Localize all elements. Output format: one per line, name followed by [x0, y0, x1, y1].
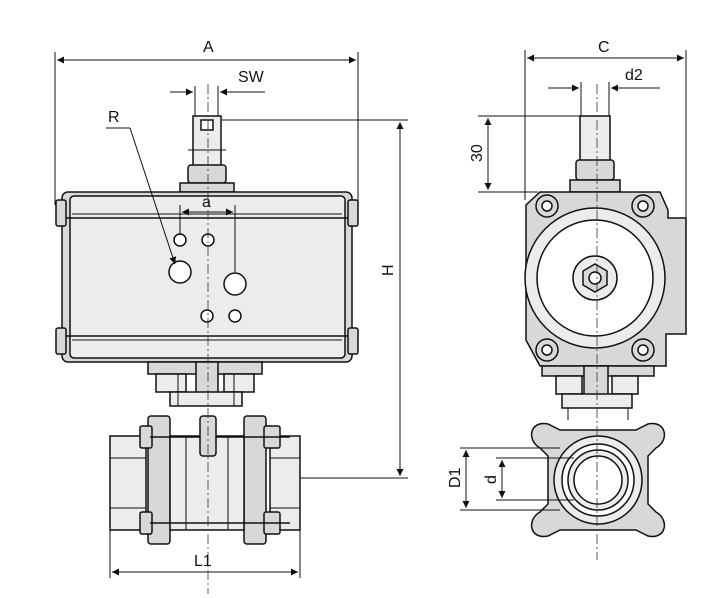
label-c: C [598, 39, 610, 56]
label-l1: L1 [194, 553, 212, 570]
dimension-a: A [54, 39, 359, 205]
label-sw: SW [238, 69, 265, 86]
label-h: H [380, 264, 397, 276]
valve-body [109, 415, 301, 545]
mounting-bracket [147, 361, 263, 407]
dimension-r: R [106, 109, 177, 265]
valve-body-end [530, 422, 666, 538]
label-d1: D1 [447, 467, 464, 488]
side-view: C d2 30 [447, 39, 687, 560]
dimension-l1: L1 [109, 530, 301, 578]
dimension-sw: SW [170, 69, 265, 120]
stem-side [569, 115, 621, 193]
dimension-d2: d2 [548, 67, 660, 118]
dimension-d1: D1 [447, 447, 560, 511]
bracket-side [541, 365, 655, 420]
actuator-end-cap [524, 191, 687, 367]
front-view: A SW [54, 39, 408, 594]
dimension-d: d [483, 457, 574, 501]
label-a-small: a [202, 194, 211, 211]
label-d: d [483, 475, 500, 484]
port-r [168, 260, 192, 284]
actuator-body [55, 191, 359, 363]
label-a: A [203, 39, 214, 56]
dimension-30: 30 [469, 115, 580, 193]
dimension-h: H [222, 119, 408, 479]
dimension-c: C [524, 39, 687, 232]
label-r: R [108, 109, 120, 126]
stem [179, 115, 235, 193]
label-30: 30 [469, 144, 486, 162]
label-d2: d2 [625, 67, 643, 84]
dimension-a-small: a [179, 194, 236, 272]
